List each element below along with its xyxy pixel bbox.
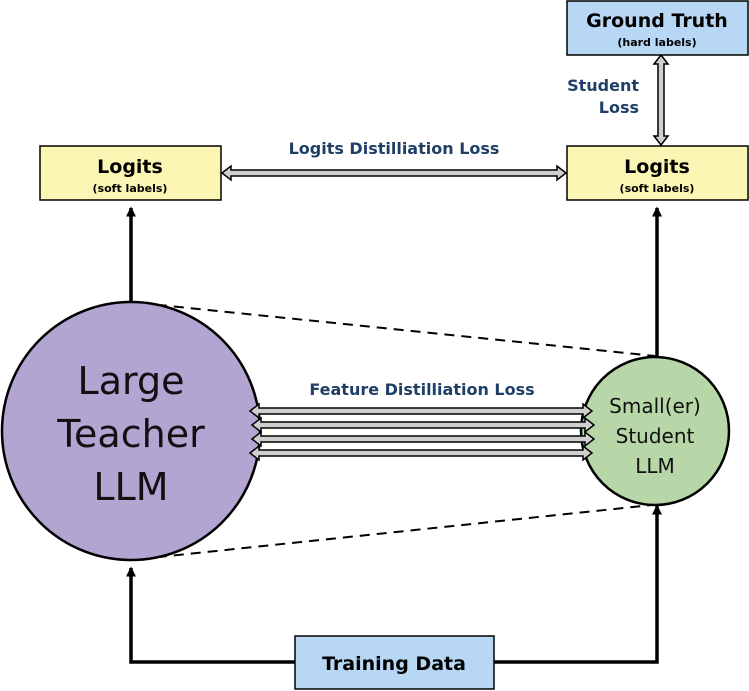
ground-truth-rect	[566, 0, 749, 56]
feature-distillation-arrows	[248, 402, 596, 462]
training-data-label: Training Data	[322, 653, 466, 675]
dashed-projection-top	[139, 302, 656, 357]
teacher-logits-box: Logits (soft labels)	[39, 145, 222, 201]
logits-distillation-loss-label: Logits Distilliation Loss	[289, 139, 500, 158]
student-loss-arrow	[652, 53, 670, 147]
teacher-logits-subtitle: (soft labels)	[93, 182, 168, 195]
logits-distillation-arrow	[220, 164, 568, 182]
student-label-line1: Small(er)	[609, 394, 701, 418]
training-to-student-arrow	[494, 504, 662, 664]
student-loss-label-line2: Loss	[599, 98, 639, 117]
student-loss-label-line1: Student	[567, 76, 639, 95]
student-logits-box: Logits (soft labels)	[566, 145, 749, 201]
ground-truth-subtitle: (hard labels)	[617, 36, 696, 49]
teacher-model: Large Teacher LLM	[0, 300, 262, 562]
feature-distillation-loss-label: Feature Distilliation Loss	[309, 380, 534, 399]
teacher-logits-title: Logits	[97, 156, 163, 178]
ground-truth-box: Ground Truth (hard labels)	[566, 0, 749, 56]
student-logits-rect	[566, 145, 749, 201]
student-circle	[579, 355, 731, 507]
student-label-line2: Student	[616, 424, 695, 448]
teacher-label-line1: Large	[78, 359, 185, 403]
teacher-label-line3: LLM	[93, 465, 168, 509]
student-logits-subtitle: (soft labels)	[620, 182, 695, 195]
teacher-logits-rect	[39, 145, 222, 201]
feature-arrow-2	[250, 416, 596, 434]
student-label-line3: LLM	[635, 454, 675, 478]
feature-arrow-1	[248, 402, 594, 420]
feature-arrow-4	[248, 444, 594, 462]
student-model: Small(er) Student LLM	[579, 355, 731, 507]
feature-arrow-3	[250, 430, 596, 448]
ground-truth-title: Ground Truth	[586, 10, 728, 32]
training-data-rect	[294, 635, 495, 690]
training-data-box: Training Data	[294, 635, 495, 690]
training-to-teacher-arrow	[126, 566, 295, 664]
dashed-projection-bottom	[139, 504, 653, 560]
teacher-label-line2: Teacher	[56, 412, 205, 456]
student-logits-title: Logits	[624, 156, 690, 178]
